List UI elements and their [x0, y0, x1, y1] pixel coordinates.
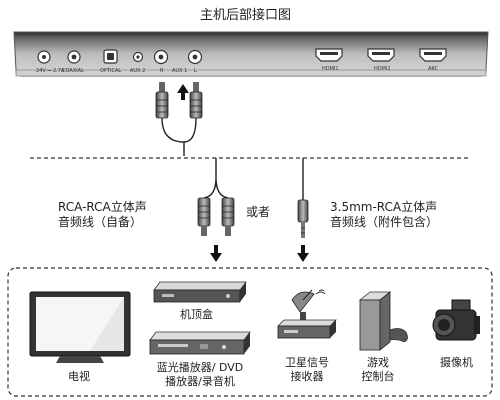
port-label-aux1: AUX 1	[172, 68, 188, 74]
tv-icon	[29, 291, 131, 363]
rca-right-port-icon	[153, 49, 169, 65]
port-label-hdmi2: HDMI2	[374, 66, 391, 72]
rear-panel	[13, 31, 489, 77]
camcorder-icon	[432, 299, 480, 341]
device-label-game-line1: 游戏	[367, 356, 389, 369]
mini-jack-cable-icon	[297, 158, 309, 238]
port-label-r: R	[160, 68, 164, 74]
rca-rca-cable-icon	[197, 158, 235, 236]
power-label: 24V ⎓ 2.7A	[36, 68, 65, 74]
rca-left-port-icon	[187, 49, 203, 65]
aux2-port-icon	[132, 51, 144, 63]
port-label-coaxial: COAXIAL	[62, 68, 84, 74]
set-top-box-icon	[153, 281, 247, 303]
device-label-camcorder: 摄像机	[440, 356, 473, 369]
hdmi1-port-icon	[315, 48, 343, 62]
port-label-arc: ARC	[428, 66, 439, 72]
cable-left-line1: RCA-RCA立体声	[58, 200, 147, 214]
dvd-player-icon	[149, 331, 251, 355]
up-arrow-icon	[177, 84, 189, 100]
device-label-set-top-box: 机顶盒	[180, 308, 213, 321]
cable-right-line2: 音频线（附件包含）	[330, 215, 439, 229]
port-label-optical: OPTICAL	[100, 68, 122, 74]
optical-port-icon	[103, 49, 118, 64]
port-label-hdmi1: HDMI1	[322, 66, 339, 72]
hdmi2-port-icon	[367, 48, 395, 62]
arc-port-icon	[419, 48, 447, 62]
device-label-game-line2: 控制台	[361, 370, 395, 383]
device-label-dvd-line1: 蓝光播放器/ DVD	[156, 361, 244, 374]
cable-right-label: 3.5mm-RCA立体声 音频线（附件包含）	[330, 200, 490, 230]
coaxial-port-icon	[67, 50, 81, 64]
device-label-satellite: 卫星信号 接收器	[282, 356, 332, 384]
or-text: 或者	[246, 205, 271, 219]
device-label-satellite-line2: 接收器	[290, 370, 324, 383]
down-arrow-left-icon	[210, 245, 222, 262]
power-port-icon	[37, 50, 51, 64]
device-label-dvd: 蓝光播放器/ DVD 播放器/录音机	[150, 361, 250, 389]
devices-frame	[7, 267, 493, 397]
diagram-title: 主机后部接口图	[200, 8, 292, 23]
down-arrow-right-icon	[297, 245, 309, 262]
satellite-receiver-icon	[277, 289, 337, 339]
cable-left-label: RCA-RCA立体声 音频线（自备）	[58, 200, 188, 230]
device-label-satellite-line1: 卫星信号	[285, 356, 329, 369]
cable-right-line1: 3.5mm-RCA立体声	[330, 200, 438, 214]
device-label-game: 游戏 控制台	[358, 356, 398, 384]
device-label-tv: 电视	[68, 370, 90, 383]
device-label-dvd-line2: 播放器/录音机	[165, 375, 235, 388]
game-console-icon	[358, 291, 408, 351]
port-label-l: L	[194, 68, 197, 74]
cable-left-line2: 音频线（自备）	[58, 215, 143, 229]
rca-plug-pair-top-icon	[155, 82, 203, 156]
port-label-aux2: AUX 2	[130, 68, 146, 74]
